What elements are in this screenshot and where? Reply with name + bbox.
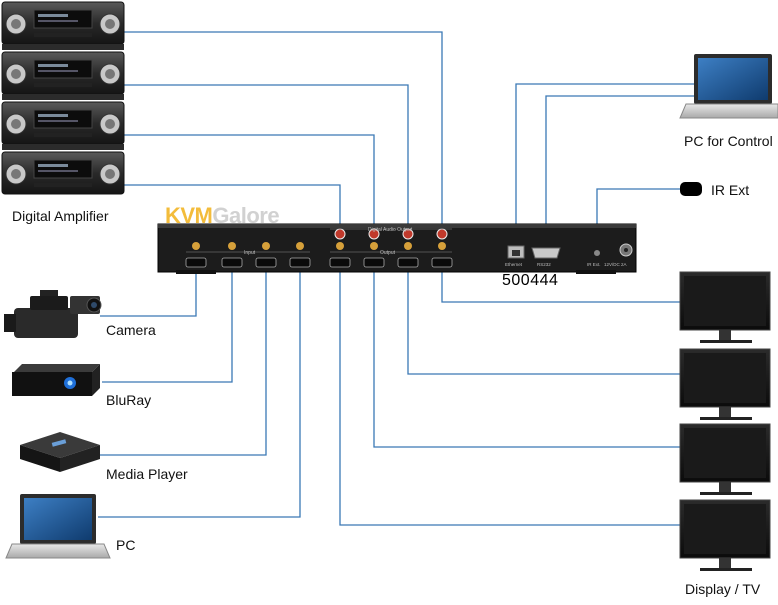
watermark-part-b: Galore	[212, 203, 280, 228]
cable-ethernet	[515, 83, 694, 246]
cable-bluray	[102, 264, 233, 383]
ir-port	[594, 250, 600, 256]
amplifier-stack	[1, 1, 125, 195]
cable-camera	[100, 264, 197, 317]
amplifier-1	[1, 1, 125, 50]
device-ethernet-label: Ethernet	[505, 262, 523, 267]
cable-display-3	[373, 264, 680, 448]
camera-icon	[4, 290, 102, 338]
device-output-label: Output	[380, 250, 396, 256]
display-3-icon	[679, 423, 771, 495]
display-4-icon	[679, 499, 771, 571]
matrix-switch: Input Output Digital Audio Output Ethern…	[157, 223, 637, 274]
amplifier-2	[1, 51, 125, 100]
display-1-icon	[679, 271, 771, 343]
device-input-label: Input	[244, 250, 256, 256]
cable-amp-1	[124, 31, 443, 228]
pc-laptop-icon	[5, 494, 111, 559]
device-power-label: 12V/DC 2A	[604, 262, 627, 267]
cable-rs232	[545, 95, 694, 246]
device-audio-label: Digital Audio Output	[368, 227, 413, 233]
label-display-tv: Display / TV	[685, 581, 761, 597]
media-player-icon	[20, 432, 100, 472]
cable-display-1	[441, 264, 680, 303]
amplifier-3	[1, 101, 125, 150]
cables	[98, 31, 694, 526]
label-digital-amplifier: Digital Amplifier	[12, 208, 109, 224]
cable-media-player	[100, 264, 267, 456]
hdmi-input-ports	[185, 242, 311, 268]
hdmi-output-ports	[329, 242, 453, 268]
amplifier-4	[1, 151, 125, 195]
ir-extender-icon	[680, 182, 702, 196]
device-model-number: 500444	[502, 272, 559, 289]
label-media-player: Media Player	[106, 466, 188, 482]
watermark-logo: KVMGalore	[165, 203, 280, 229]
cable-amp-3	[124, 134, 375, 228]
label-pc-for-control: PC for Control	[684, 133, 773, 149]
digital-audio-output-ports	[330, 228, 452, 240]
watermark-part-a: KVM	[165, 203, 213, 228]
cable-amp-2	[124, 84, 409, 228]
display-2-icon	[679, 348, 771, 420]
rs232-port	[531, 247, 561, 259]
cable-pc	[98, 264, 301, 518]
label-bluray: BluRay	[106, 392, 152, 408]
device-rs232-label: RS232	[537, 262, 551, 267]
label-ir-ext: IR Ext	[711, 182, 750, 198]
bluray-player-icon	[12, 364, 100, 396]
label-camera: Camera	[106, 322, 156, 338]
cable-display-2	[407, 264, 680, 375]
device-ir-label: IR Ext.	[587, 262, 601, 267]
control-pc-laptop-icon	[679, 54, 778, 119]
label-pc: PC	[116, 537, 136, 553]
cable-display-4	[339, 264, 680, 526]
cable-amp-4	[124, 184, 341, 228]
